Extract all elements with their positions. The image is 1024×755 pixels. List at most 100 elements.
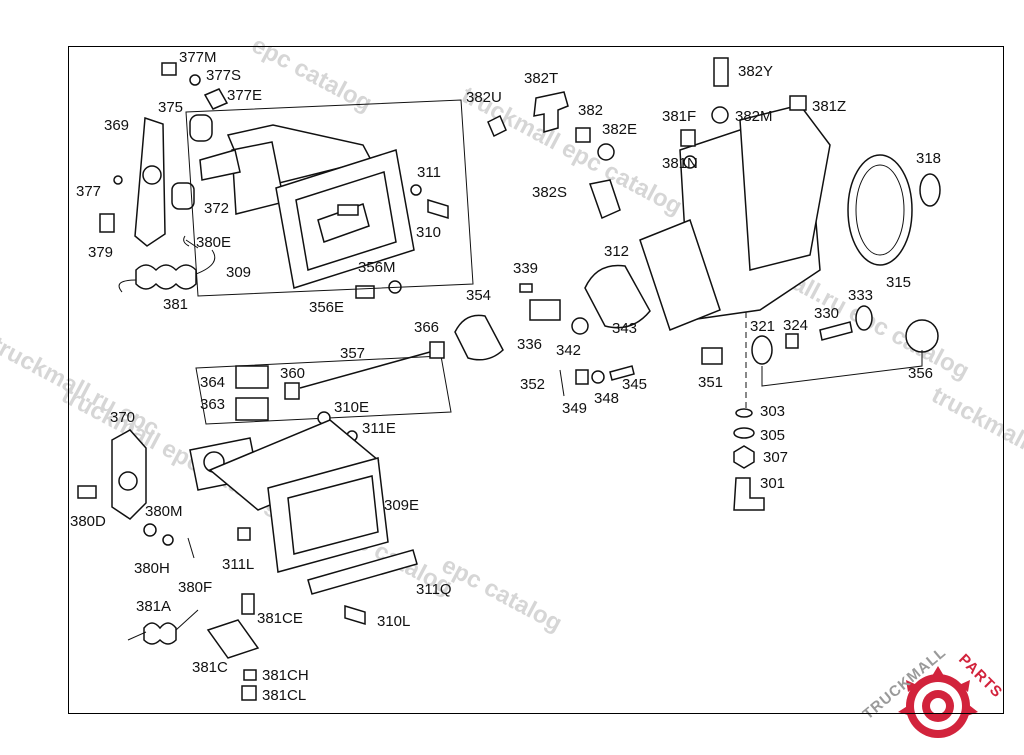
part-label: 382 <box>578 102 603 119</box>
part-label: 370 <box>110 409 135 426</box>
washer-380m <box>143 523 157 537</box>
nut-349 <box>575 369 589 385</box>
part-label: 303 <box>760 403 785 420</box>
part-label: 310 <box>416 224 441 241</box>
nut-311l <box>237 527 251 541</box>
part-label: 343 <box>612 320 637 337</box>
part-label: 310E <box>334 399 369 416</box>
gear-logo-icon <box>898 666 978 738</box>
seal-382m <box>711 106 729 124</box>
washer-311 <box>410 184 422 196</box>
part-label: 307 <box>763 449 788 466</box>
bracket-381c <box>206 619 260 659</box>
spring-381a-hooks <box>127 609 199 641</box>
part-label: 309 <box>226 264 251 281</box>
part-label: 311Q <box>416 581 452 598</box>
screw-345 <box>609 365 635 381</box>
washer-303 <box>735 408 753 418</box>
part-label: 357 <box>340 345 365 362</box>
part-label: 381C <box>192 659 228 676</box>
housing-309-slot-inner <box>337 204 359 216</box>
bracket-lines <box>761 350 923 387</box>
spring-381a <box>143 622 177 645</box>
bolt-379 <box>99 213 115 233</box>
part-label: 364 <box>200 374 225 391</box>
part-label: 301 <box>760 475 785 492</box>
part-label: 380H <box>134 560 170 577</box>
part-label: 381Z <box>812 98 846 115</box>
part-labels: 377M 377S 377E 375 369 377 372 379 380E … <box>70 49 941 704</box>
upper-left-box <box>185 99 474 297</box>
pin-339 <box>519 283 533 293</box>
housing-309e-window <box>287 475 379 555</box>
ring-315 <box>847 154 913 266</box>
part-label: 348 <box>594 390 619 407</box>
cylinder-312-front <box>639 219 721 331</box>
part-label: 375 <box>158 99 183 116</box>
part-label: 372 <box>204 200 229 217</box>
cotter-352 <box>559 369 565 397</box>
part-label: 345 <box>622 376 647 393</box>
pin-375 <box>189 114 213 142</box>
part-label: 318 <box>916 150 941 167</box>
part-label: 381F <box>662 108 696 125</box>
part-label: 312 <box>604 243 629 260</box>
seal-318 <box>919 173 941 207</box>
part-label: 382Y <box>738 63 773 80</box>
part-label: 352 <box>520 376 545 393</box>
bolt-310 <box>427 198 449 220</box>
part-label: 380M <box>145 503 183 520</box>
boot-343 <box>584 264 651 329</box>
seal-381n <box>683 155 697 169</box>
part-label: 324 <box>783 317 808 334</box>
valve-381f <box>680 129 696 147</box>
fork-364 <box>235 365 269 389</box>
lever-370-hole <box>118 471 138 491</box>
part-label: 356 <box>908 365 933 382</box>
part-label: 380D <box>70 513 106 530</box>
bolt-380d <box>77 485 97 499</box>
part-label: 380E <box>196 234 231 251</box>
part-label: 379 <box>88 244 113 261</box>
rod-357 <box>299 351 431 389</box>
cotter-380e <box>183 235 199 249</box>
part-label: 305 <box>760 427 785 444</box>
washer-382e <box>597 143 615 161</box>
part-label: 381CE <box>257 610 303 627</box>
nut-307 <box>733 445 755 469</box>
fork-336 <box>529 299 561 321</box>
part-label: 381A <box>136 598 171 615</box>
part-label: 311E <box>362 420 396 437</box>
housing-309-foot <box>199 149 241 181</box>
part-label: 381CL <box>262 687 306 704</box>
nut-381cl <box>241 685 257 701</box>
part-label: 311 <box>417 164 441 181</box>
part-label: 377S <box>206 67 241 84</box>
cotter-380f <box>187 537 195 559</box>
part-label: 356M <box>358 259 396 276</box>
bolt-377m <box>161 62 177 76</box>
boot-354 <box>454 314 504 361</box>
part-label: 333 <box>848 287 873 304</box>
part-label: 369 <box>104 117 129 134</box>
nut-382 <box>575 127 591 143</box>
washer-381ch <box>243 669 257 681</box>
part-label: 377E <box>227 87 262 104</box>
clip-377e <box>203 88 229 110</box>
part-label: 310L <box>377 613 410 630</box>
fitting-382s <box>589 179 621 220</box>
stud-330 <box>819 321 853 341</box>
part-label: 356E <box>309 299 344 316</box>
ring-315-inner <box>855 164 905 256</box>
fork-363 <box>235 397 269 421</box>
plate-311q <box>307 549 418 595</box>
ring-321 <box>751 335 773 365</box>
valve-382y <box>713 57 729 87</box>
part-label: 382T <box>524 70 558 87</box>
screw-381ce <box>241 593 255 615</box>
roller-372 <box>171 182 195 210</box>
fitting-301 <box>733 477 765 511</box>
lower-left-assembly <box>77 419 418 701</box>
nut-366 <box>429 341 445 359</box>
